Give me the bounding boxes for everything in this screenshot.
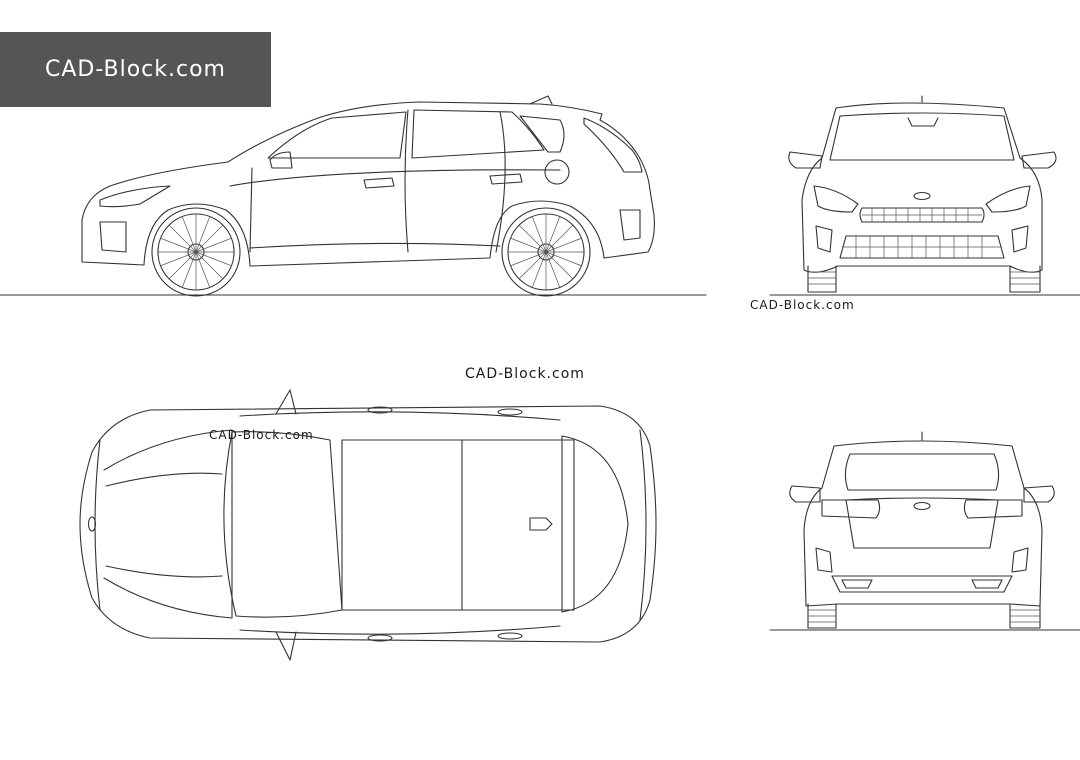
side-rear-light (583, 117, 643, 173)
rear-diffuser (831, 575, 1013, 593)
watermark-middle: CAD-Block.com (465, 366, 585, 382)
side-handle-rear (489, 173, 523, 185)
top-left-mirror (275, 389, 297, 415)
top-shark-antenna (529, 517, 553, 531)
rear-right-exhaust (971, 579, 1003, 589)
side-handle-front (363, 177, 395, 189)
side-rear-wheel (501, 207, 591, 297)
watermark-front: CAD-Block.com (750, 298, 855, 312)
watermark-top: CAD-Block.com (209, 428, 314, 442)
top-left-handle-rear (497, 408, 523, 416)
side-shoulder-line (229, 169, 561, 187)
top-left-handle-front (367, 406, 393, 414)
top-hood (103, 429, 233, 619)
top-rear-bumper-line (639, 429, 647, 621)
top-front-badge (87, 516, 97, 532)
top-hood-crease-lower (105, 565, 223, 578)
top-left-sideline (239, 411, 561, 421)
side-headlight (99, 185, 171, 208)
rear-right-taillight (963, 499, 1023, 519)
top-hood-crease-upper (105, 472, 223, 487)
side-fuel-cap (544, 159, 570, 185)
front-mirror-mount (907, 117, 939, 127)
front-view (769, 95, 1080, 296)
front-right-tyre (1009, 265, 1041, 293)
front-right-foglight (1011, 225, 1029, 253)
front-left-tyre (807, 265, 837, 293)
front-left-headlight (813, 185, 859, 213)
rear-left-taillight (821, 499, 881, 519)
side-body-outline (81, 101, 655, 267)
top-right-handle-rear (497, 632, 523, 640)
side-door-line-rear (495, 111, 506, 253)
top-roof (341, 439, 575, 611)
side-sill-line (249, 242, 501, 249)
front-upper-grille (859, 207, 985, 223)
top-body-outline (79, 405, 657, 643)
top-right-mirror (275, 631, 297, 661)
front-windshield (829, 112, 1015, 161)
side-front-wheel (151, 207, 241, 297)
side-rear-window (411, 109, 545, 159)
side-mirror (269, 151, 293, 169)
front-badge (913, 191, 931, 201)
side-rear-reflector (619, 209, 641, 241)
top-view (79, 389, 657, 661)
front-right-headlight (985, 185, 1031, 213)
rear-right-reflector (1011, 547, 1029, 573)
side-door-line-mid (404, 109, 409, 253)
rear-body-outline (803, 440, 1043, 607)
side-door-line-front (249, 167, 253, 253)
top-right-sideline (239, 625, 561, 635)
rear-view (769, 431, 1080, 631)
side-view (0, 95, 707, 297)
rear-left-mirror (789, 485, 821, 503)
rear-left-reflector (815, 547, 833, 573)
side-front-window (267, 111, 407, 159)
side-front-intake (99, 221, 127, 253)
rear-tailgate (845, 497, 999, 549)
rear-badge (913, 501, 931, 511)
rear-window (844, 453, 1000, 491)
front-right-mirror (1021, 151, 1057, 169)
logo-text: CAD-Block.com (45, 57, 226, 82)
rear-left-exhaust (841, 579, 873, 589)
rear-right-mirror (1023, 485, 1055, 503)
top-windshield (223, 431, 343, 618)
side-quarter-window (519, 115, 565, 153)
front-lower-grille (839, 235, 1005, 259)
top-rear-window (561, 435, 629, 613)
top-right-handle-front (367, 634, 393, 642)
front-left-mirror (788, 151, 823, 169)
logo-badge: CAD-Block.com (0, 32, 271, 107)
side-roof-spoiler (529, 95, 553, 105)
front-left-foglight (815, 225, 833, 253)
